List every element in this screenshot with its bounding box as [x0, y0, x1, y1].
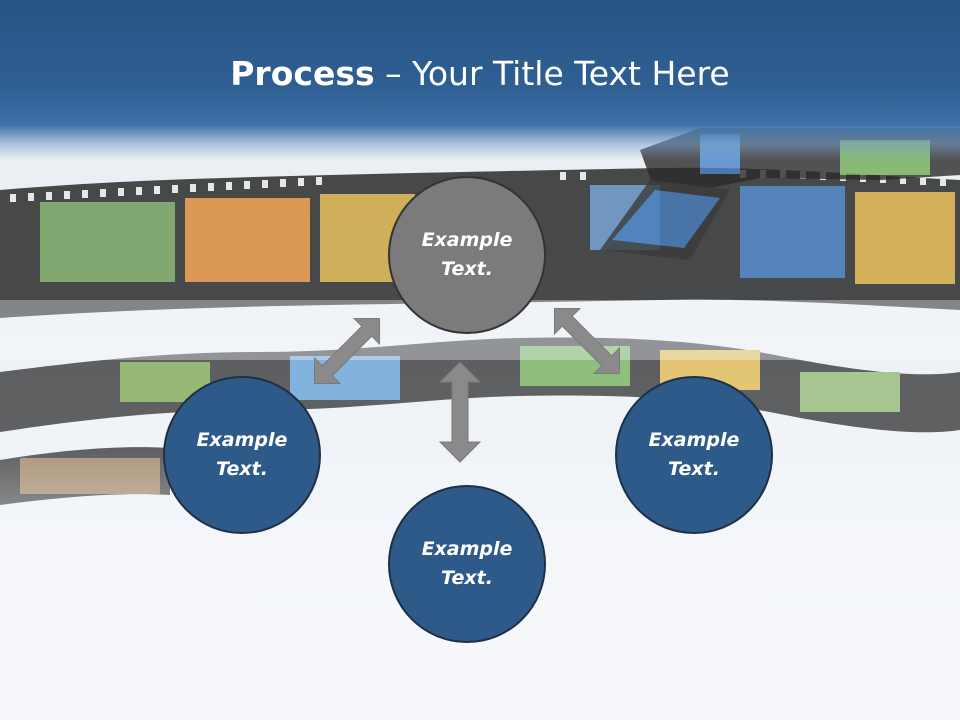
left-node: Example Text. [163, 376, 321, 534]
left-node-label: Example Text. [196, 429, 288, 480]
bottom-node: Example Text. [388, 485, 546, 643]
slide-title: Process – Your Title Text Here [0, 52, 960, 96]
title-bold: Process [230, 54, 375, 93]
bottom-node-label: Example Text. [421, 538, 513, 589]
center-node-label: Example Text. [421, 229, 513, 280]
right-node: Example Text. [615, 376, 773, 534]
center-node: Example Text. [388, 176, 546, 334]
right-node-label: Example Text. [648, 429, 740, 480]
title-rest: – Your Title Text Here [374, 54, 730, 93]
title-bar [0, 0, 960, 160]
